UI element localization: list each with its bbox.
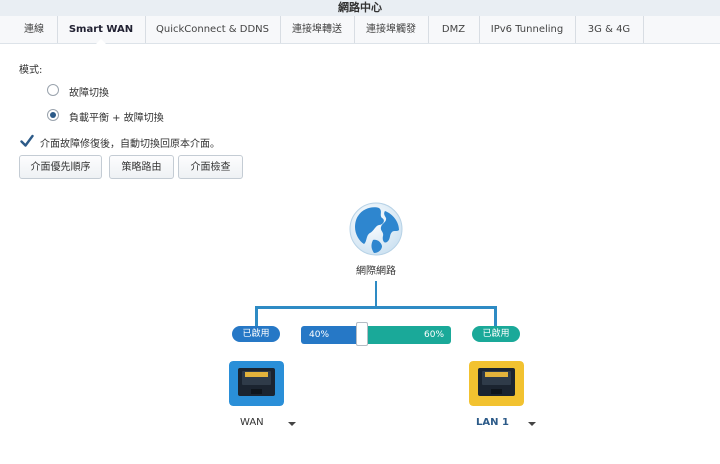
tab-bar: 連線 Smart WAN QuickConnect & DDNS 連接埠轉送 連… xyxy=(0,16,720,44)
tab-dmz[interactable]: DMZ xyxy=(428,16,480,43)
lan1-port-label[interactable]: LAN 1 xyxy=(476,417,509,428)
load-share-right-bar xyxy=(363,326,451,344)
globe-icon xyxy=(349,202,403,256)
tab-smart-wan-label: Smart WAN xyxy=(68,24,134,35)
tab-ipv6-tunneling[interactable]: IPv6 Tunneling xyxy=(479,16,576,43)
mode-label: 模式: xyxy=(19,65,43,76)
left-percent: 40% xyxy=(309,330,330,340)
tab-smart-wan[interactable]: Smart WAN xyxy=(57,16,146,44)
policy-routing-button[interactable]: 策略路由 xyxy=(109,155,174,179)
load-balance-radio-label[interactable]: 負載平衡 + 故障切換 xyxy=(69,113,164,124)
ethernet-port-icon xyxy=(469,361,524,406)
auto-switch-checkbox[interactable] xyxy=(20,134,34,148)
window-title: 網路中心 xyxy=(0,0,720,16)
failover-radio[interactable] xyxy=(47,84,59,96)
right-drop-wire xyxy=(494,306,497,326)
auto-switch-label[interactable]: 介面故障修復後，自動切換回原本介面。 xyxy=(40,139,220,150)
tab-connection[interactable]: 連線 xyxy=(11,16,58,43)
distribution-wire xyxy=(255,306,497,309)
tab-port-forwarding[interactable]: 連接埠轉送 xyxy=(280,16,355,43)
left-drop-wire xyxy=(255,306,258,326)
internet-label: 網際網路 xyxy=(356,266,396,277)
load-share-slider-handle[interactable] xyxy=(356,322,368,346)
load-share-left-bar xyxy=(301,326,363,344)
ethernet-port-icon xyxy=(229,361,284,406)
wan-status-badge: 已啟用 xyxy=(232,326,280,342)
lan1-dropdown-icon[interactable] xyxy=(528,422,536,426)
lan1-status-badge: 已啟用 xyxy=(472,326,520,342)
internet-wire xyxy=(375,281,377,307)
wan-port-label[interactable]: WAN xyxy=(240,417,264,428)
failover-radio-label[interactable]: 故障切換 xyxy=(69,88,109,99)
tab-3g-4g[interactable]: 3G & 4G xyxy=(575,16,644,43)
right-percent: 60% xyxy=(424,330,445,340)
tab-port-triggering[interactable]: 連接埠觸發 xyxy=(354,16,429,43)
tab-quickconnect-ddns[interactable]: QuickConnect & DDNS xyxy=(145,16,281,43)
wan-dropdown-icon[interactable] xyxy=(288,422,296,426)
active-tab-indicator xyxy=(96,39,106,44)
interface-check-button[interactable]: 介面檢查 xyxy=(178,155,243,179)
interface-priority-button[interactable]: 介面優先順序 xyxy=(19,155,102,179)
load-balance-radio[interactable] xyxy=(47,109,59,121)
